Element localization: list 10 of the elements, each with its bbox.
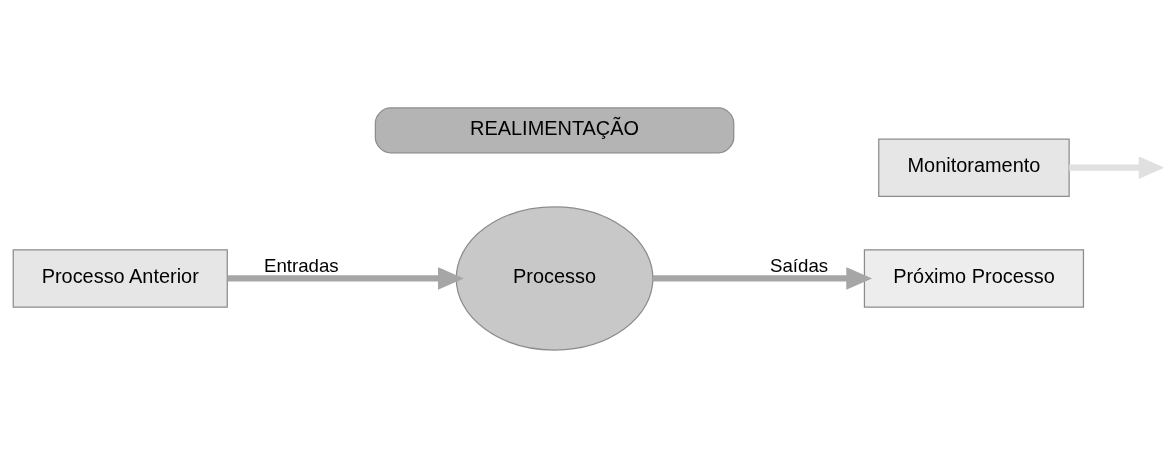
- node-box: REALIMENTAÇÃO: [374, 107, 735, 154]
- edge-label: Entradas: [263, 255, 339, 277]
- edge-label: Saídas: [770, 255, 829, 277]
- node-ellipse: Processo: [455, 206, 654, 351]
- arrow: [1069, 156, 1163, 179]
- node-box: Próximo Processo: [863, 249, 1085, 308]
- node-box: Processo Anterior: [12, 249, 228, 308]
- arrow: [653, 267, 873, 290]
- arrow: [227, 267, 464, 290]
- node-box: Monitoramento: [878, 138, 1070, 197]
